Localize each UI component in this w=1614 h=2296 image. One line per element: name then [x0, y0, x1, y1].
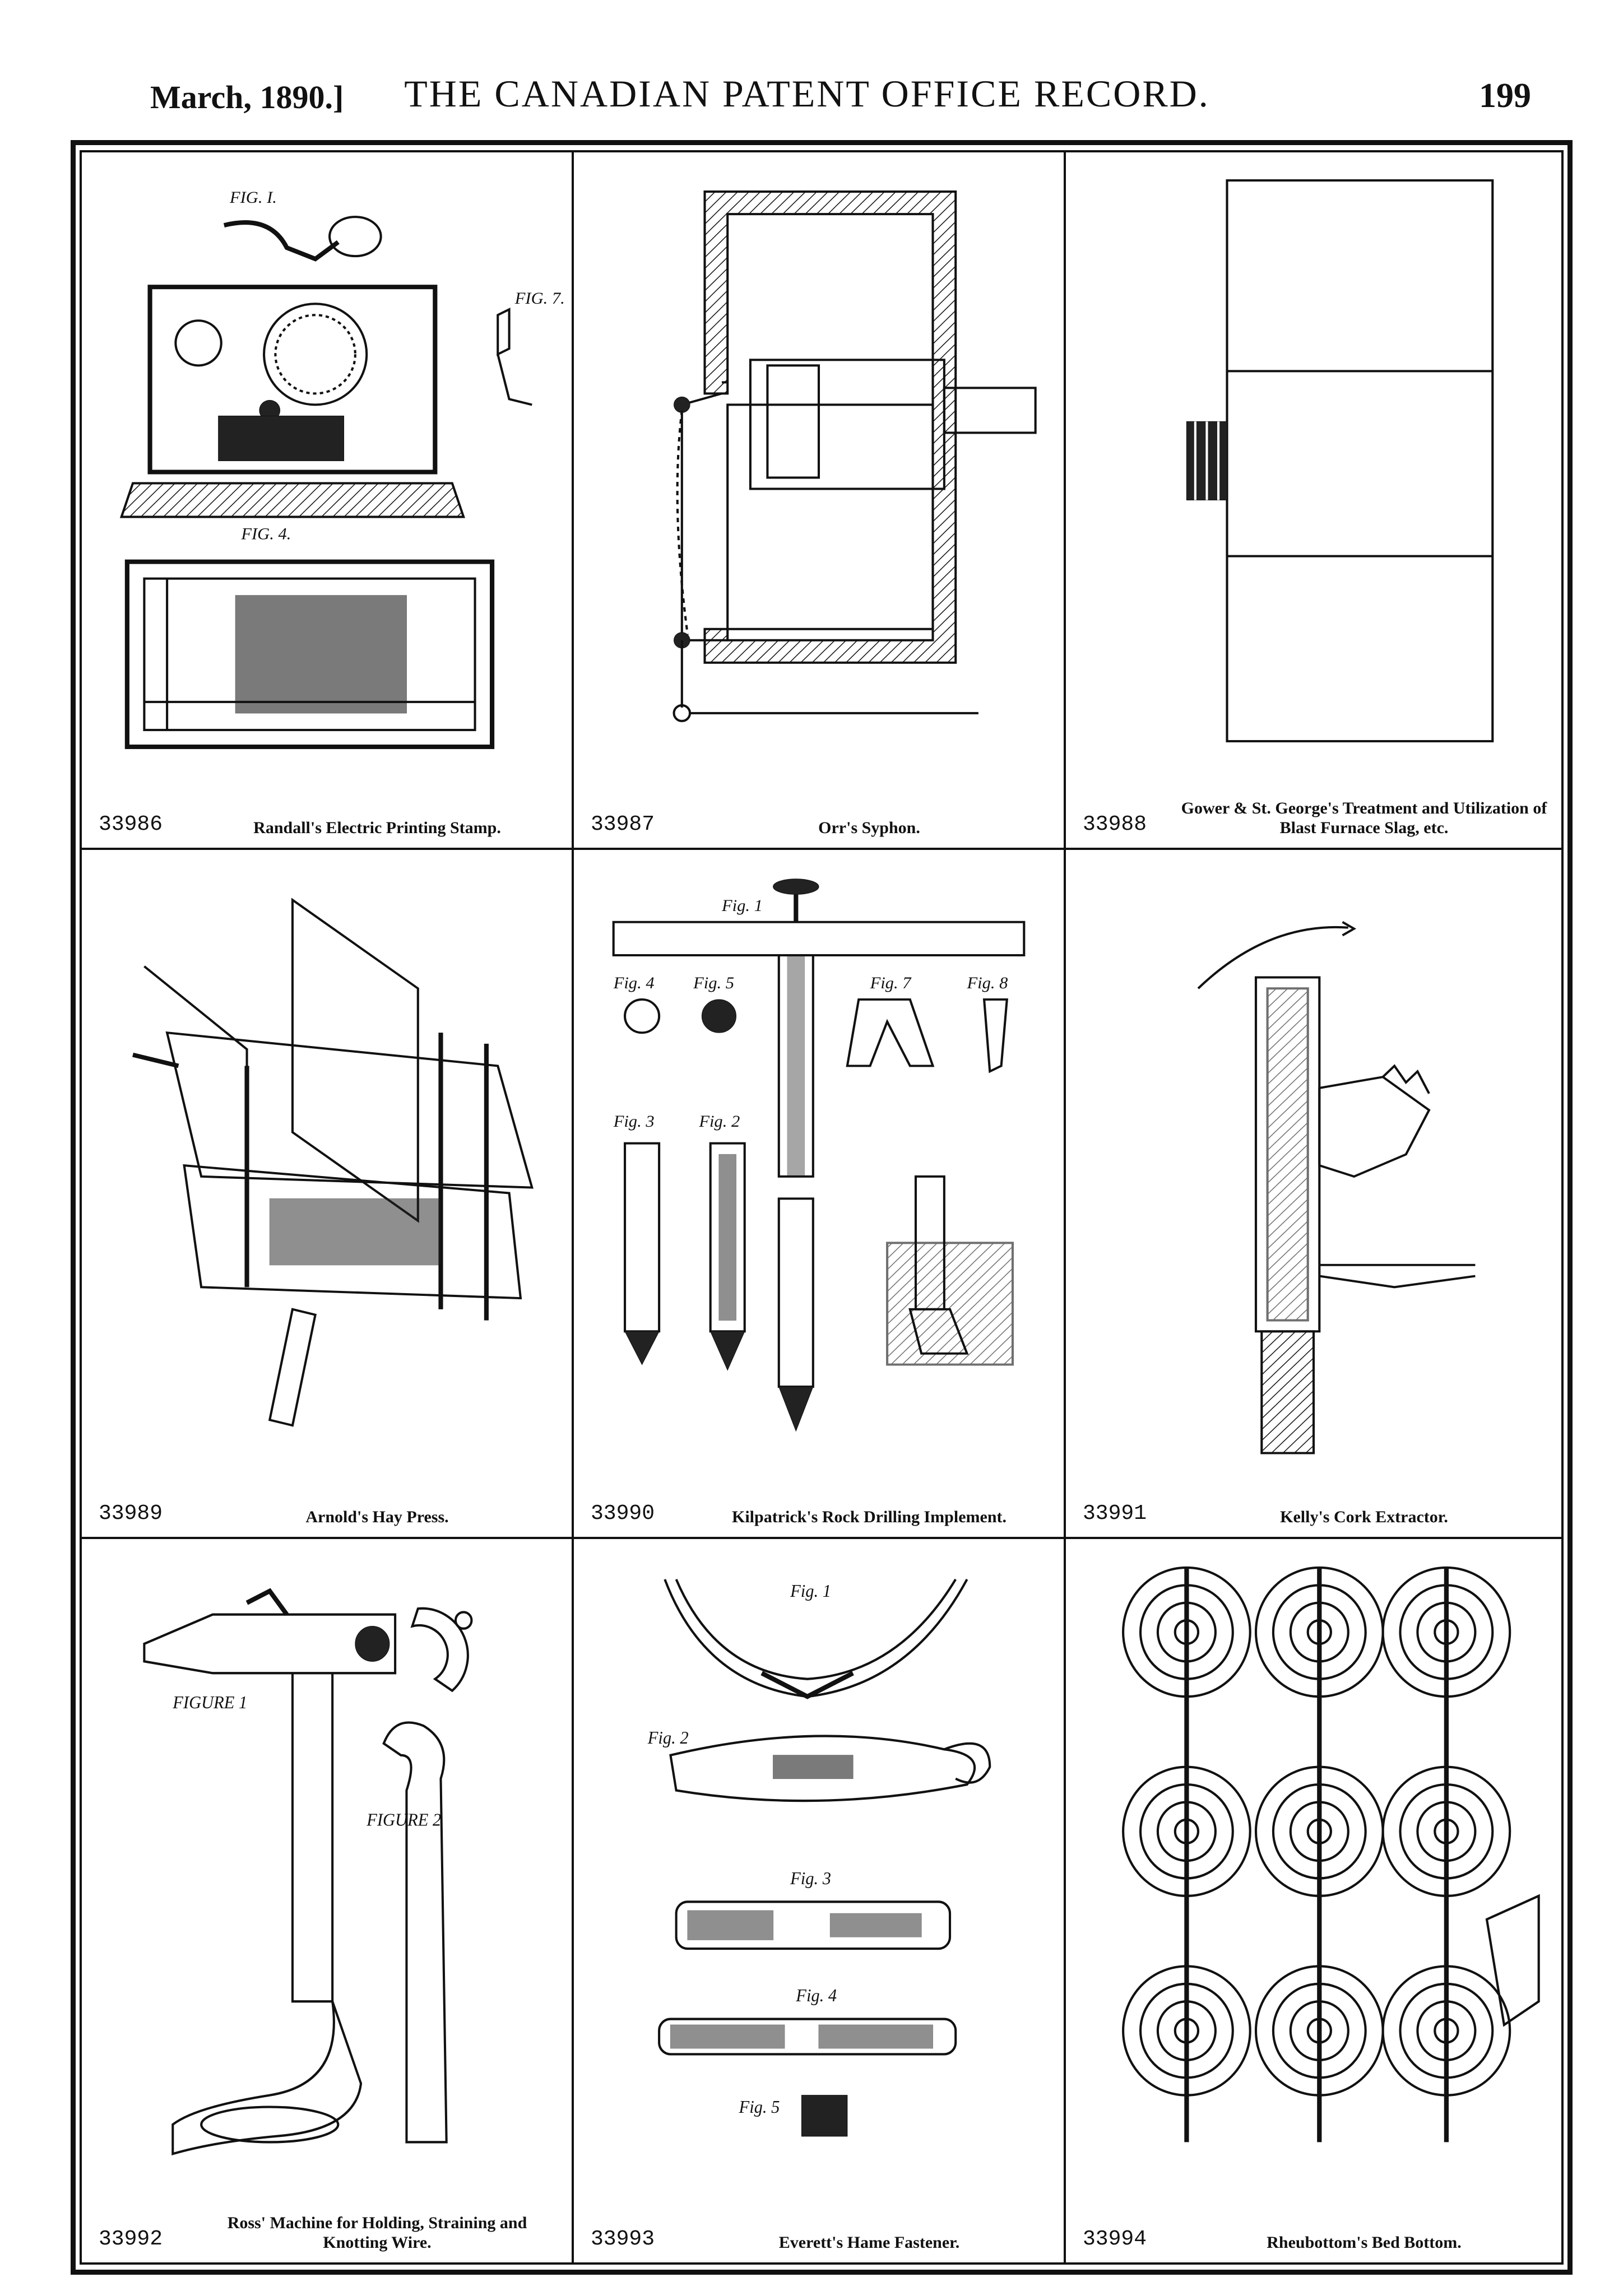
patent-title: Randall's Electric Printing Stamp.	[253, 818, 501, 837]
fig-label: Fig. 1	[790, 1581, 831, 1601]
patent-number: 33988	[1083, 812, 1147, 836]
patent-drawing	[1083, 1556, 1545, 2201]
fig-label: Fig. 2	[647, 1727, 689, 1747]
patent-drawing: Fig. 1 Fig. 2 Fig. 3 Fig. 4 Fig. 5	[591, 1556, 1047, 2201]
patent-number: 33990	[591, 1502, 655, 1526]
page-frame-outer	[71, 140, 1573, 2275]
patent-number: 33989	[99, 1502, 163, 1526]
patent-cell-33989: 33989 Arnold's Hay Press.	[82, 850, 574, 1539]
issue-date: March, 1890.]	[150, 79, 344, 115]
fig-label: FIG. I.	[229, 188, 277, 207]
fig-label: Fig. 5	[693, 974, 734, 992]
fig-label: Fig. 1	[721, 896, 763, 914]
patent-drawing: Fig. 1 Fig. 4 Fig. 5 Fig. 7 Fig. 8 Fig. …	[591, 867, 1047, 1475]
patent-caption: 33994 Rheubottom's Bed Bottom.	[1083, 2207, 1550, 2252]
patent-caption: 33993 Everett's Hame Fastener.	[591, 2207, 1052, 2252]
patent-number: 33994	[1083, 2227, 1147, 2251]
patent-drawing: FIG. I. FIG. 7. FIG. 4.	[99, 169, 565, 786]
patent-grid: FIG. I. FIG. 7. FIG. 4.	[80, 150, 1564, 2265]
patent-cell-33990: Fig. 1 Fig. 4 Fig. 5 Fig. 7 Fig. 8 Fig. …	[574, 850, 1066, 1539]
fig-label: FIGURE 2	[366, 1810, 441, 1829]
patent-cell-33993: Fig. 1 Fig. 2 Fig. 3 Fig. 4 Fig. 5	[574, 1539, 1066, 2262]
patent-title: Everett's Hame Fastener.	[778, 2233, 960, 2252]
fig-label: Fig. 5	[739, 2097, 780, 2117]
patent-caption: 33992 Ross' Machine for Holding, Straini…	[99, 2207, 560, 2252]
patent-title: Orr's Syphon.	[818, 818, 920, 837]
publication-title: THE CANADIAN PATENT OFFICE RECORD.	[404, 72, 1210, 115]
patent-caption: 33986 Randall's Electric Printing Stamp.	[99, 793, 560, 838]
patent-cell-33991: 33991 Kelly's Cork Extractor.	[1066, 850, 1561, 1539]
patent-cell-33986: FIG. I. FIG. 7. FIG. 4.	[82, 152, 574, 850]
patent-cell-33994: 33994 Rheubottom's Bed Bottom.	[1066, 1539, 1561, 2262]
fig-label: Fig. 4	[613, 974, 655, 992]
fig-label: FIG. 4.	[240, 524, 291, 543]
patent-drawing	[1083, 867, 1545, 1475]
patent-number: 33991	[1083, 1502, 1147, 1526]
fig-label: Fig. 2	[698, 1112, 740, 1130]
patent-title: Ross' Machine for Holding, Straining and…	[227, 2214, 527, 2252]
fig-label: Fig. 3	[790, 1869, 831, 1888]
patent-cell-33988: 33988 Gower & St. George's Treatment and…	[1066, 152, 1561, 850]
patent-title: Gower & St. George's Treatment and Utili…	[1181, 799, 1547, 837]
patent-drawing	[591, 169, 1047, 786]
patent-caption: 33987 Orr's Syphon.	[591, 793, 1052, 838]
patent-drawing	[99, 867, 555, 1475]
patent-caption: 33989 Arnold's Hay Press.	[99, 1482, 560, 1527]
patent-number: 33986	[99, 812, 163, 836]
page-header: March, 1890.] THE CANADIAN PATENT OFFICE…	[0, 67, 1614, 129]
fig-label: FIG. 7.	[514, 289, 565, 308]
patent-caption: 33991 Kelly's Cork Extractor.	[1083, 1482, 1550, 1527]
patent-drawing: FIGURE 1 FIGURE 2	[99, 1556, 555, 2201]
patent-title: Kilpatrick's Rock Drilling Implement.	[732, 1507, 1007, 1526]
patent-number: 33992	[99, 2227, 163, 2251]
patent-title: Rheubottom's Bed Bottom.	[1267, 2233, 1462, 2252]
patent-caption: 33988 Gower & St. George's Treatment and…	[1083, 793, 1550, 838]
patent-cell-33987: 33987 Orr's Syphon.	[574, 152, 1066, 850]
fig-label: Fig. 8	[967, 974, 1008, 992]
fig-label: Fig. 4	[795, 1986, 837, 2005]
patent-title: Arnold's Hay Press.	[305, 1507, 449, 1526]
patent-number: 33987	[591, 812, 655, 836]
page-number: 199	[1479, 77, 1531, 115]
fig-label: Fig. 7	[870, 974, 912, 992]
patent-caption: 33990 Kilpatrick's Rock Drilling Impleme…	[591, 1482, 1052, 1527]
fig-label: FIGURE 1	[172, 1693, 247, 1712]
patent-title: Kelly's Cork Extractor.	[1280, 1507, 1448, 1526]
patent-number: 33993	[591, 2227, 655, 2251]
patent-cell-33992: FIGURE 1 FIGURE 2 33992 Ross' Machine fo…	[82, 1539, 574, 2262]
fig-label: Fig. 3	[613, 1112, 655, 1130]
patent-drawing	[1083, 169, 1545, 786]
